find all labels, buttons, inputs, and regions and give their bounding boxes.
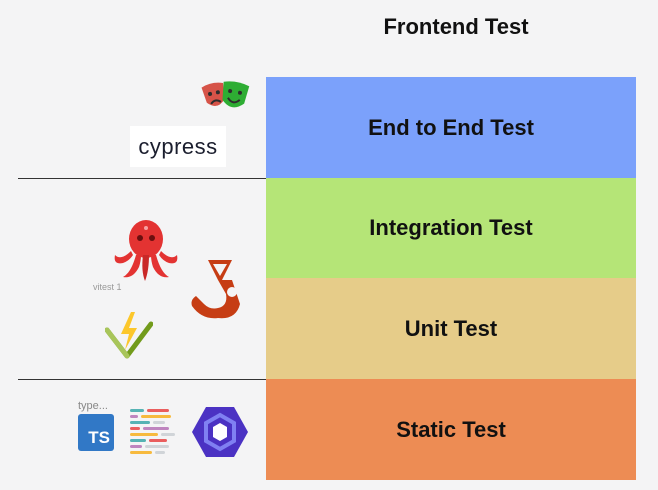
typescript-label: type... — [78, 400, 108, 412]
playwright-icon — [201, 81, 250, 108]
layer-unit: Unit Test — [266, 278, 636, 379]
diagram-title: Frontend Test — [383, 14, 529, 39]
divider-top — [18, 178, 266, 179]
vitest-logo — [105, 312, 153, 359]
layer-unit-label: Unit Test — [404, 315, 498, 341]
typescript-logo: TS — [78, 414, 114, 451]
layer-integration-label: Integration Test — [369, 215, 533, 240]
cypress-logo-text: cypress — [138, 133, 218, 159]
vitest-label: vitest 1 — [93, 282, 122, 292]
prettier-icon — [130, 409, 175, 454]
cypress-logo: cypress — [130, 126, 226, 167]
layer-integration: Integration Test — [266, 178, 636, 278]
layer-static-label: Static Test — [396, 416, 506, 442]
octopus-icon — [114, 220, 178, 281]
typescript-logo-text: TS — [88, 428, 110, 447]
divider-bottom — [18, 379, 266, 380]
jest-icon — [191, 260, 240, 319]
layer-end-to-end: End to End Test — [266, 77, 636, 178]
eslint-icon — [192, 407, 248, 457]
layer-end-to-end-label: End to End Test — [368, 114, 534, 140]
layer-static: Static Test — [266, 379, 636, 480]
